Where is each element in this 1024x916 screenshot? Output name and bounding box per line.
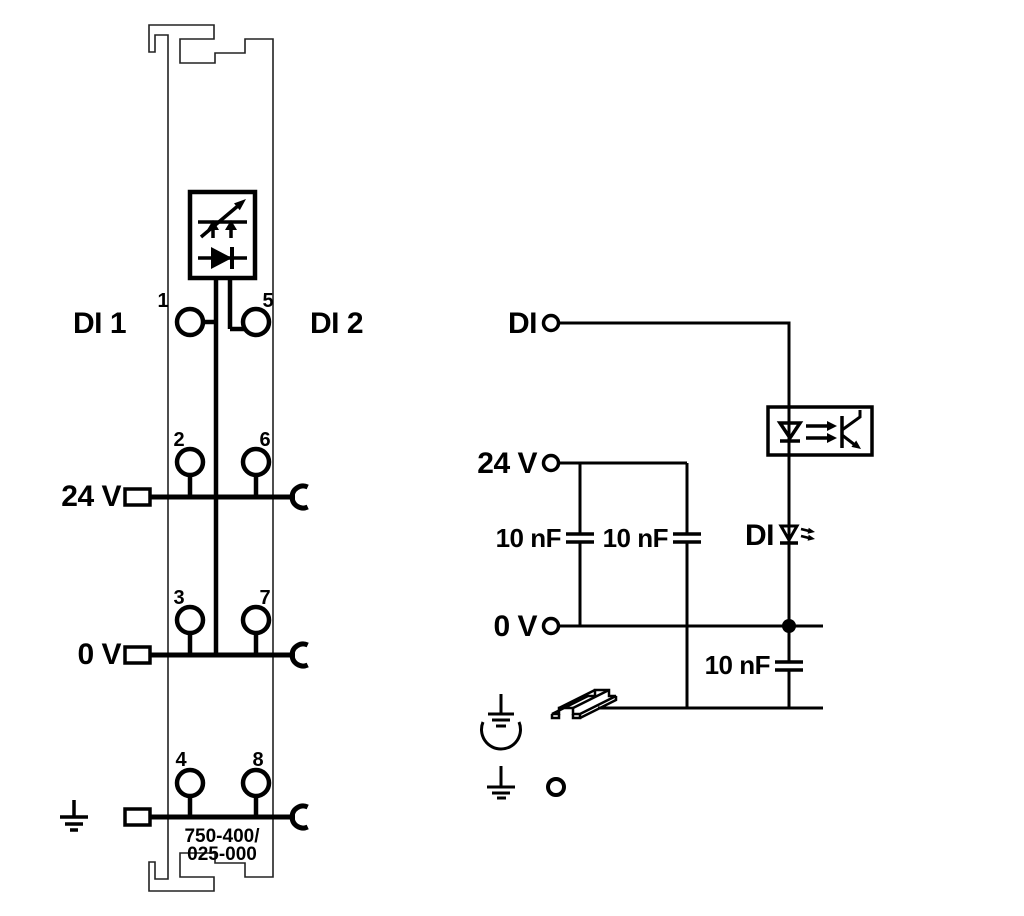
power-jumper-contact-24v <box>289 483 309 511</box>
module-0v-label: 0 V <box>77 638 121 671</box>
di-wire <box>558 321 791 407</box>
status-led-label: DI <box>745 519 774 552</box>
terminal-1-number: 1 <box>157 290 168 312</box>
electronics-box-frame <box>187 189 258 281</box>
di-terminal-circle <box>541 313 561 333</box>
earth-ground-icon <box>60 800 88 832</box>
terminal-2 <box>174 446 206 478</box>
module-24v-label: 24 V <box>61 480 121 513</box>
capacitor-1-label: 10 nF <box>496 523 561 553</box>
part-number-line1: 750-400/ <box>184 826 260 847</box>
optocoupler <box>766 405 874 457</box>
24v-terminal-circle <box>541 453 561 473</box>
terminal-1 <box>174 306 206 338</box>
io-module: DI 1 DI 2 24 V 0 V 1 5 2 6 3 7 4 8 750-4… <box>60 24 364 892</box>
channel-2-label: DI 2 <box>310 307 363 340</box>
io-module-outline <box>148 24 274 892</box>
capacitor-1 <box>566 532 594 544</box>
legend-terminal-circle <box>546 777 566 797</box>
terminal-2-number: 2 <box>173 429 184 451</box>
phototransistor-icon <box>840 410 862 449</box>
capacitor-2 <box>673 532 701 544</box>
part-number-line2: 025-000 <box>187 844 257 865</box>
earth-legend-icon <box>487 766 515 800</box>
field-connector-24v <box>123 487 152 507</box>
terminal-6-number: 6 <box>259 429 270 451</box>
bus-24v <box>123 483 309 511</box>
electronics-box <box>187 189 258 281</box>
terminal-7-number: 7 <box>259 587 270 609</box>
power-jumper-contact-0v <box>289 641 309 669</box>
terminal-8 <box>240 767 272 799</box>
capacitor-3 <box>775 660 803 672</box>
internal-wires <box>187 278 259 817</box>
terminal-5 <box>240 306 272 338</box>
schematic-di-label: DI <box>508 307 537 340</box>
bus-0v <box>123 641 309 669</box>
terminal-7 <box>240 604 272 636</box>
0v-terminal-circle <box>541 616 561 636</box>
input-schematic: DI 24 V 0 V DI 10 nF 10 nF 10 nF <box>477 307 874 800</box>
terminal-8-number: 8 <box>252 749 263 771</box>
power-jumper-contact-earth <box>289 803 309 831</box>
led-emission-arrows-icon <box>800 527 815 541</box>
din-rail-icon <box>550 688 618 720</box>
terminal-3 <box>174 604 206 636</box>
terminal-4 <box>174 767 206 799</box>
schematic-24v-label: 24 V <box>477 447 537 480</box>
capacitor-2-label: 10 nF <box>603 523 668 553</box>
terminal-6 <box>240 446 272 478</box>
field-connector-earth <box>123 807 152 827</box>
junction-dot <box>782 619 796 633</box>
capacitors <box>566 532 803 672</box>
field-connector-0v <box>123 645 152 665</box>
optocoupler-led-icon <box>776 421 804 443</box>
light-arrows-icon <box>806 421 837 443</box>
terminal-4-number: 4 <box>175 749 187 771</box>
channel-1-label: DI 1 <box>73 307 126 340</box>
schematic-wires <box>558 321 823 710</box>
shield-earth-icon <box>480 694 522 751</box>
bus-earth <box>60 800 309 832</box>
schematic-0v-label: 0 V <box>493 610 537 643</box>
terminal-3-number: 3 <box>173 587 184 609</box>
clamp-terminals <box>174 306 272 799</box>
terminal-5-number: 5 <box>262 290 273 312</box>
status-led-icon <box>778 524 815 545</box>
led-arrows-icon <box>198 199 247 239</box>
capacitor-3-label: 10 nF <box>705 650 770 680</box>
diode-icon <box>198 247 247 269</box>
